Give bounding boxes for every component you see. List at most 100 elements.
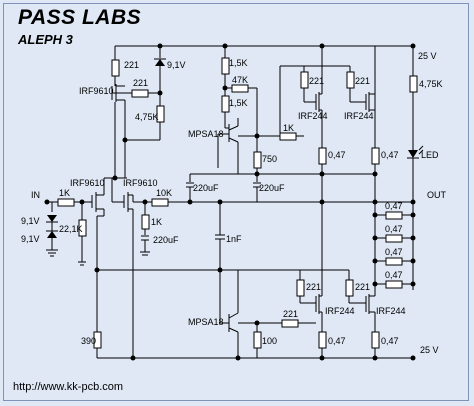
resistor-047-top-a — [318, 147, 327, 165]
resistor-221-mosfet-b — [346, 71, 355, 89]
led-icon — [408, 150, 418, 158]
label-r4k75-led: 4,75K — [419, 79, 443, 89]
resistor-47k — [231, 84, 249, 93]
resistor-047-bottom-b — [371, 331, 380, 349]
label-zener-9v1-b: 9,1V — [21, 234, 40, 244]
label-out: OUT — [427, 190, 447, 200]
label-zener-9v1-a: 9,1V — [21, 216, 40, 226]
label-bank-3: 0,47 — [385, 247, 403, 257]
label-c220uf-left: 220uF — [193, 183, 219, 193]
output-line — [168, 199, 416, 205]
resistor-bank-2 — [385, 234, 403, 243]
label-c220uf-lower: 220uF — [153, 235, 179, 245]
resistor-1k5-top — [221, 57, 230, 75]
resistor-221-bottom-b — [345, 279, 354, 297]
label-mpsa18-top: MPSA18 — [188, 129, 224, 139]
label-r221-mos-b: 221 — [355, 76, 370, 86]
label-r1k-lower: 1K — [151, 217, 162, 227]
label-r221-gate: 221 — [133, 78, 148, 88]
label-in: IN — [31, 190, 40, 200]
label-r4k75-left: 4,75K — [135, 112, 159, 122]
resistor-221-bottom-mid — [281, 319, 299, 328]
input-mosfet-right — [111, 102, 169, 361]
label-r1k-input: 1K — [59, 188, 70, 198]
capacitor-220uf-upper-right — [253, 174, 261, 202]
label-irf9610-right: IRF9610 — [123, 178, 158, 188]
bottom-output-mosfets — [296, 202, 380, 361]
resistor-047-top-b — [371, 147, 380, 165]
capacitor-1nf — [94, 202, 300, 273]
label-r1k5-top: 1,5K — [229, 58, 248, 68]
top-output-mosfets — [279, 43, 380, 202]
resistor-750 — [253, 151, 262, 169]
label-r047-top-a: 0,47 — [328, 150, 346, 160]
resistor-221-gate — [131, 89, 149, 98]
resistor-10k — [151, 198, 169, 207]
label-r22k1: 22,1K — [59, 224, 83, 234]
zener-diode-input-1 — [47, 215, 57, 222]
label-zener-9v1-top: 9,1V — [167, 60, 186, 70]
input-bias-branch — [111, 46, 166, 178]
resistor-047-bottom-a — [318, 331, 327, 349]
label-plus25v: 25 V — [418, 51, 437, 61]
label-r047-top-b: 0,47 — [381, 150, 399, 160]
resistor-390-branch — [93, 322, 102, 358]
label-irf9610-top: IRF9610 — [79, 86, 114, 96]
label-r1k5-mid: 1,5K — [229, 98, 248, 108]
label-r221-left: 221 — [124, 60, 139, 70]
page-title: PASS LABS — [18, 6, 142, 29]
label-r221-mos-a: 221 — [309, 76, 324, 86]
led-branch — [407, 75, 424, 202]
resistor-4k75-led — [409, 75, 418, 93]
resistor-221-mosfet-a — [300, 71, 309, 89]
label-mpsa18-bottom: MPSA18 — [188, 317, 224, 327]
resistor-bank-4 — [385, 280, 403, 289]
label-irf244-bottom-b: IRF244 — [376, 306, 406, 316]
label-r1k-mid: 1K — [283, 123, 294, 133]
resistor-221-left — [111, 59, 120, 77]
footer-url: http://www.kk-pcb.com — [13, 381, 124, 393]
input-network — [44, 198, 92, 266]
resistor-1k-input — [57, 198, 75, 207]
zener-diode-input-2 — [47, 231, 57, 238]
label-c1nf: 1nF — [226, 234, 242, 244]
label-r221-bottom-b: 221 — [355, 282, 370, 292]
label-c220uf-right: 220uF — [259, 183, 285, 193]
capacitor-220uf-upper-left — [186, 173, 218, 202]
component-labels: 221 9,1V IRF9610 221 4,75K 1,5K 47K 1,5K… — [21, 51, 447, 355]
resistor-1k5-mid — [221, 95, 230, 113]
label-bank-1: 0,47 — [385, 201, 403, 211]
label-r221-bottom-a: 221 — [306, 282, 321, 292]
label-bank-4: 0,47 — [385, 270, 403, 280]
label-r47k: 47K — [232, 75, 248, 85]
page-frame — [3, 3, 469, 401]
label-r221-bottom-mid: 221 — [283, 309, 298, 319]
resistor-1k-mid — [279, 132, 297, 141]
label-irf9610-left: IRF9610 — [70, 178, 105, 188]
label-r390: 390 — [81, 336, 96, 346]
label-r10k: 10K — [156, 188, 172, 198]
zener-diode-9v1-top — [155, 59, 165, 66]
resistor-221-bottom-a — [296, 279, 305, 297]
label-irf244-bottom-a: IRF244 — [325, 306, 355, 316]
label-r047-bottom-a: 0,47 — [328, 336, 346, 346]
label-minus25v: 25 V — [420, 345, 439, 355]
label-irf244-top-a: IRF244 — [298, 111, 328, 121]
label-bank-2: 0,47 — [385, 224, 403, 234]
bottom-supply-rail — [97, 355, 416, 361]
label-r750: 750 — [262, 154, 277, 164]
input-mosfet-left — [91, 177, 127, 322]
top-supply-rail — [114, 43, 416, 148]
resistor-bank-1 — [385, 211, 403, 220]
top-current-source — [217, 57, 378, 177]
bottom-transistor-mpsa18 — [219, 270, 316, 361]
capacitor-220uf-lower — [140, 199, 150, 256]
resistor-bank-3 — [385, 257, 403, 266]
label-irf244-top-b: IRF244 — [344, 111, 374, 121]
label-r100: 100 — [262, 336, 277, 346]
resistor-100 — [253, 331, 262, 349]
label-led: LED — [421, 150, 439, 160]
label-r047-bottom-b: 0,47 — [381, 336, 399, 346]
